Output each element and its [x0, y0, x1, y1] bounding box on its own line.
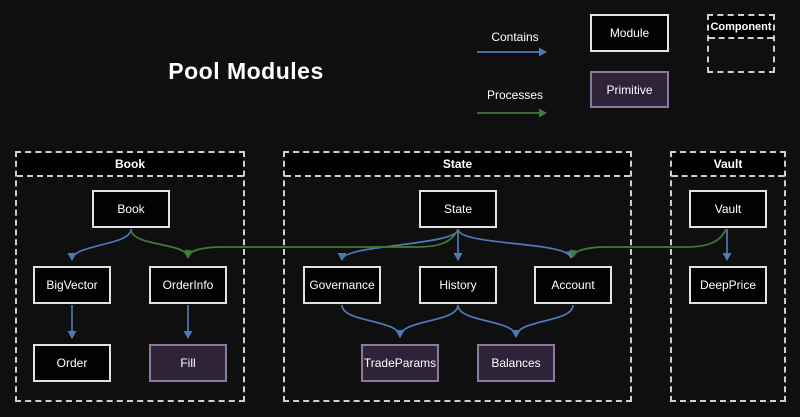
node-governance: Governance: [303, 266, 381, 304]
node-state-label: State: [443, 202, 473, 216]
node-deepprice: DeepPrice: [689, 266, 767, 304]
container-vault-title: Vault: [672, 153, 784, 177]
node-fill: Fill: [149, 344, 227, 382]
node-governance-label: Governance: [309, 278, 375, 292]
node-bigvector: BigVector: [33, 266, 111, 304]
legend-component-box: Component: [707, 14, 775, 73]
node-deepprice-label: DeepPrice: [699, 278, 757, 292]
node-balances-label: Balances: [491, 356, 541, 370]
node-book: Book: [92, 190, 170, 228]
container-book: Book: [15, 151, 245, 402]
legend-primitive-box: Primitive: [590, 71, 669, 108]
node-history-label: History: [439, 278, 477, 292]
node-vault: Vault: [689, 190, 767, 228]
node-tradeparams: TradeParams: [361, 344, 439, 382]
node-order-label: Order: [56, 356, 88, 370]
legend-primitive-label: Primitive: [606, 82, 653, 97]
node-tradeparams-label: TradeParams: [363, 356, 437, 370]
legend-contains-label: Contains: [491, 30, 539, 44]
node-state: State: [419, 190, 497, 228]
node-balances: Balances: [477, 344, 555, 382]
legend-component-label: Component: [709, 16, 773, 39]
container-state: State: [283, 151, 632, 402]
container-vault: Vault: [670, 151, 786, 402]
node-account-label: Account: [551, 278, 595, 292]
node-fill-label: Fill: [180, 356, 196, 370]
page-title: Pool Modules: [168, 58, 324, 84]
node-bigvector-label: BigVector: [46, 278, 98, 292]
node-vault-label: Vault: [714, 202, 742, 216]
node-orderinfo-label: OrderInfo: [162, 278, 214, 292]
legend-processes-label: Processes: [486, 88, 544, 102]
node-history: History: [419, 266, 497, 304]
legend-module-label: Module: [609, 26, 650, 40]
container-state-title: State: [285, 153, 630, 177]
node-order: Order: [33, 344, 111, 382]
node-book-label: Book: [117, 202, 145, 216]
legend-module-box: Module: [590, 14, 669, 52]
container-book-title: Book: [17, 153, 243, 177]
node-account: Account: [534, 266, 612, 304]
node-orderinfo: OrderInfo: [149, 266, 227, 304]
